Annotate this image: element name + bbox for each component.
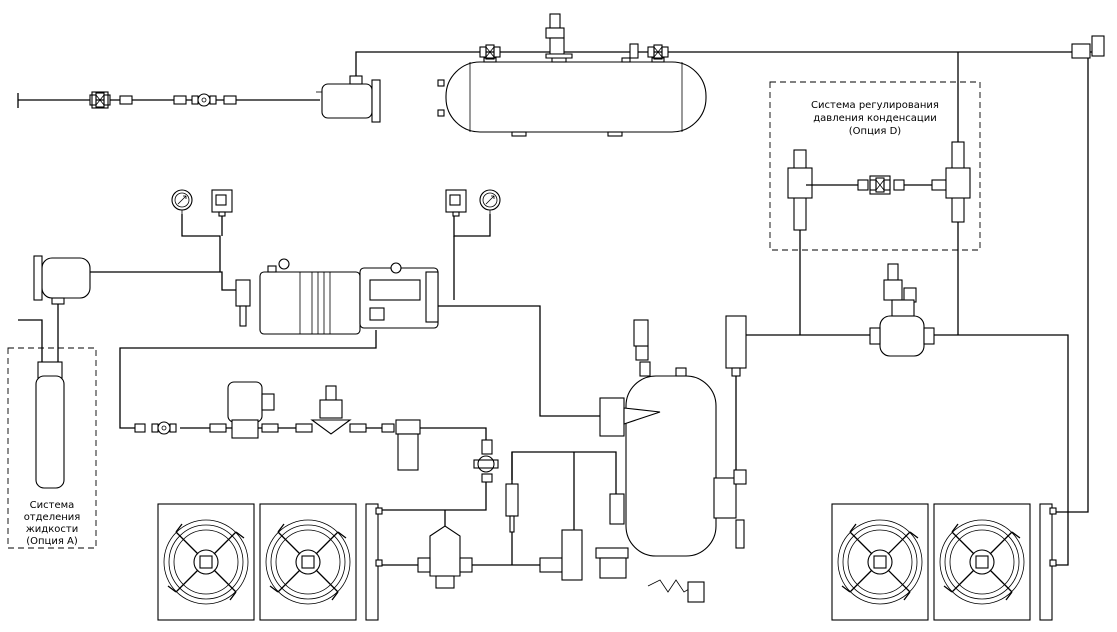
receiver-inlet-valve-icon [479,44,501,60]
fan-icon [831,503,929,621]
receiver-outlet-valve-icon [647,44,669,60]
option-d-label-line3: (Опция D) [849,126,902,137]
option-a-label-line4: (Опция А) [26,536,78,547]
high-pressure-switch-icon [445,189,467,217]
option-a-label-line2: отделения [24,512,81,523]
fan-icon [259,503,357,621]
low-pressure-switch-icon [211,189,233,217]
option-a-label-line1: Система [30,500,75,511]
liquid-separator-icon [35,361,65,489]
top-right-valve-icon [1071,35,1105,59]
economizer-valve-icon [473,439,499,483]
filter-drier-icon [381,419,421,471]
option-d-label-line1: Система регулирования [811,100,939,111]
option-a-label-line3: жидкости [26,524,78,535]
safety-valve-icon [545,13,573,59]
condenser-right [831,503,1057,621]
expansion-valve-icon [295,385,367,435]
solenoid-valve-icon [209,381,279,439]
suction-gauge-icon [171,189,193,217]
option-a-frame [7,347,97,549]
fan-icon [933,503,1031,621]
oil-separator-icon [316,75,381,123]
pressure-control-valve-icon [869,263,935,357]
sight-glass-icon [191,93,217,107]
liquid-receiver [437,13,707,137]
liquid-pressure-valve-icon [417,525,473,589]
condenser-left [157,503,383,621]
compressor-icon [235,258,439,335]
vertical-oil-separator-icon [595,319,747,603]
discharge-gauge-icon [479,189,501,217]
fan-icon [157,503,255,621]
suction-accumulator-icon [33,255,91,305]
economizer-sight-glass-icon [151,421,177,435]
pressure-regulator-left-icon [787,149,860,231]
option-d-label-line2: давления конденсации [813,113,936,124]
pressure-regulator-right-icon [945,141,971,223]
option-d-frame [769,81,981,251]
